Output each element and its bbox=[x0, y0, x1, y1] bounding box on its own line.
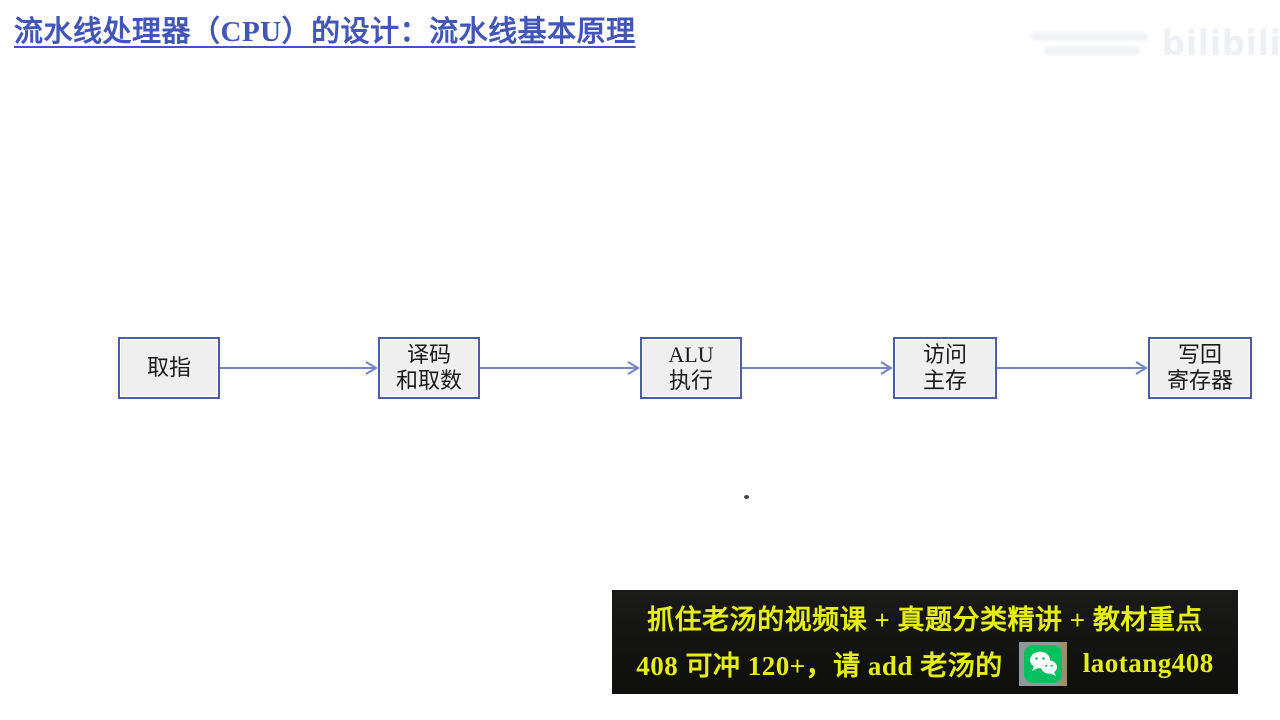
promo-banner: 抓住老汤的视频课 + 真题分类精讲 + 教材重点 408 可冲 120+，请 a… bbox=[612, 590, 1238, 694]
stage-label: ALU bbox=[668, 342, 714, 367]
stray-ink-dot bbox=[744, 495, 749, 499]
page-title: 流水线处理器（CPU）的设计：流水线基本原理 bbox=[14, 16, 636, 48]
stage-label: 译码 bbox=[406, 342, 451, 367]
promo-line-2: 408 可冲 120+，请 add 老汤的 laotang408 bbox=[622, 641, 1228, 686]
pipeline-stage-memory: 访问 主存 bbox=[893, 337, 997, 399]
stage-label: 取指 bbox=[146, 355, 191, 380]
uploader-name-smudge bbox=[1030, 31, 1148, 55]
flow-arrow-icon bbox=[742, 360, 893, 376]
stage-label: 主存 bbox=[922, 368, 967, 393]
stage-label: 寄存器 bbox=[1166, 368, 1233, 393]
bilibili-watermark: bilibili bbox=[1030, 22, 1280, 64]
bilibili-logo-icon: bilibili bbox=[1162, 22, 1280, 64]
stage-label: 执行 bbox=[668, 368, 713, 393]
flow-arrow-icon bbox=[997, 360, 1148, 376]
stage-label: 写回 bbox=[1177, 342, 1222, 367]
pipeline-stage-decode: 译码 和取数 bbox=[378, 337, 480, 399]
wechat-id-text: laotang408 bbox=[1082, 648, 1214, 679]
flow-arrow-icon bbox=[480, 360, 640, 376]
wechat-icon bbox=[1018, 641, 1067, 686]
promo-line-1: 抓住老汤的视频课 + 真题分类精讲 + 教材重点 bbox=[647, 605, 1203, 636]
promo-line-2-text: 408 可冲 120+，请 add 老汤的 bbox=[636, 651, 1003, 682]
flow-arrow-icon bbox=[220, 360, 378, 376]
stage-label: 访问 bbox=[922, 342, 967, 367]
pipeline-stage-writeback: 写回 寄存器 bbox=[1148, 337, 1252, 399]
pipeline-stage-fetch: 取指 bbox=[118, 337, 220, 399]
stage-label: 和取数 bbox=[395, 368, 462, 393]
pipeline-stage-execute: ALU 执行 bbox=[640, 337, 742, 399]
